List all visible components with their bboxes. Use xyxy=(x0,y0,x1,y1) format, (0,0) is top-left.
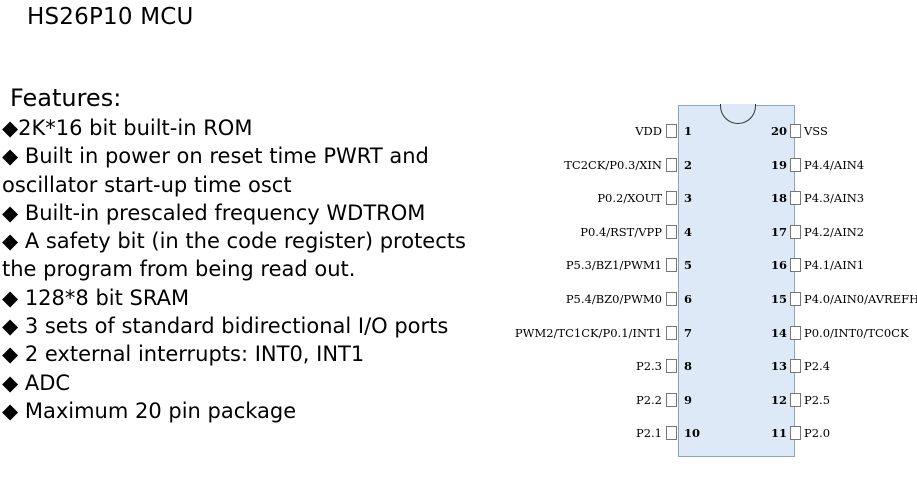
features-heading: Features: xyxy=(10,84,122,112)
pin-number-right: 18 xyxy=(770,191,787,206)
pin-box-left xyxy=(666,426,677,441)
pin-label-right: P4.1/AIN1 xyxy=(804,258,865,273)
pin-box-right xyxy=(790,258,801,273)
feature-item: ◆ A safety bit (in the code register) pr… xyxy=(2,229,466,282)
pin-label-left: P2.3 xyxy=(635,359,662,374)
features-list: ◆2K*16 bit built-in ROM ◆ Built in power… xyxy=(2,114,502,425)
pin-label-left: P5.4/BZ0/PWM0 xyxy=(565,292,662,306)
pin-number-right: 17 xyxy=(770,224,787,239)
pin-box-left xyxy=(666,157,677,172)
pin-label-right: P2.0 xyxy=(804,426,831,441)
pin-box-left xyxy=(666,292,677,306)
pin-number-right: 19 xyxy=(770,157,787,172)
pin-number-left: 1 xyxy=(684,124,693,138)
pin-number-left: 4 xyxy=(684,224,693,239)
pin-box-left xyxy=(666,392,677,407)
pin-number-left: 8 xyxy=(684,359,693,374)
pin-number-left: 6 xyxy=(684,292,693,306)
page-title: HS26P10 MCU xyxy=(27,4,194,30)
pin-box-left xyxy=(666,258,677,273)
pin-label-right: P4.0/AIN0/AVREFH xyxy=(804,292,917,306)
pin-box-right xyxy=(790,191,801,206)
pin-box-left xyxy=(666,325,677,340)
pin-number-left: 7 xyxy=(684,325,693,340)
feature-item: ◆ 128*8 bit SRAM xyxy=(2,285,190,310)
pin-label-left: P2.1 xyxy=(635,426,662,441)
pin-box-right xyxy=(790,325,801,340)
pin-label-right: P2.4 xyxy=(804,359,831,374)
pin-box-right xyxy=(790,157,801,172)
feature-item: ◆ Maximum 20 pin package xyxy=(2,398,297,423)
chip-body xyxy=(678,105,795,457)
pin-number-right: 15 xyxy=(770,292,787,306)
feature-item: ◆ 2 external interrupts: INT0, INT1 xyxy=(2,342,365,367)
pin-number-right: 13 xyxy=(770,359,787,374)
pin-box-right xyxy=(790,392,801,407)
pin-label-right: P4.2/AIN2 xyxy=(804,224,865,239)
feature-item: ◆ Built in power on reset time PWRT and … xyxy=(2,144,429,197)
pin-number-left: 9 xyxy=(684,392,693,407)
pin-box-left xyxy=(666,224,677,239)
pin-number-right: 12 xyxy=(770,392,787,407)
pin-label-left: TC2CK/P0.3/XIN xyxy=(564,157,662,172)
pin-box-left xyxy=(666,359,677,374)
pin-box-right xyxy=(790,426,801,441)
pin-label-right: P4.3/AIN3 xyxy=(804,191,865,206)
pin-label-right: VSS xyxy=(804,124,828,138)
pin-number-left: 5 xyxy=(684,258,693,273)
feature-item: ◆ 3 sets of standard bidirectional I/O p… xyxy=(2,314,449,339)
pin-number-right: 14 xyxy=(770,325,787,340)
pin-label-left: P5.3/BZ1/PWM1 xyxy=(565,258,662,273)
pin-label-left: P2.2 xyxy=(635,392,662,407)
pin-box-right xyxy=(790,124,801,138)
pin-number-left: 2 xyxy=(684,157,693,172)
pin-label-left: P0.2/XOUT xyxy=(597,191,662,206)
pin-number-right: 11 xyxy=(770,426,787,441)
pin-label-right: P0.0/INT0/TC0CK xyxy=(804,325,909,340)
pin-number-left: 10 xyxy=(684,426,701,441)
pin-box-right xyxy=(790,292,801,306)
pin-label-left: PWM2/TC1CK/P0.1/INT1 xyxy=(514,325,662,340)
pin-label-right: P2.5 xyxy=(804,392,831,407)
pin-number-right: 16 xyxy=(770,258,787,273)
feature-item: ◆ ADC xyxy=(2,370,71,395)
pin-label-left: VDD xyxy=(635,124,662,138)
feature-item: ◆ Built-in prescaled frequency WDTROM xyxy=(2,200,426,225)
pin-box-right xyxy=(790,359,801,374)
pin-box-right xyxy=(790,224,801,239)
feature-item: ◆2K*16 bit built-in ROM xyxy=(2,116,253,140)
pin-number-right: 20 xyxy=(770,124,787,138)
pin-label-left: P0.4/RST/VPP xyxy=(580,224,662,239)
pin-number-left: 3 xyxy=(684,191,693,206)
pin-box-left xyxy=(666,124,677,138)
pin-label-right: P4.4/AIN4 xyxy=(804,157,865,172)
pin-box-left xyxy=(666,191,677,206)
